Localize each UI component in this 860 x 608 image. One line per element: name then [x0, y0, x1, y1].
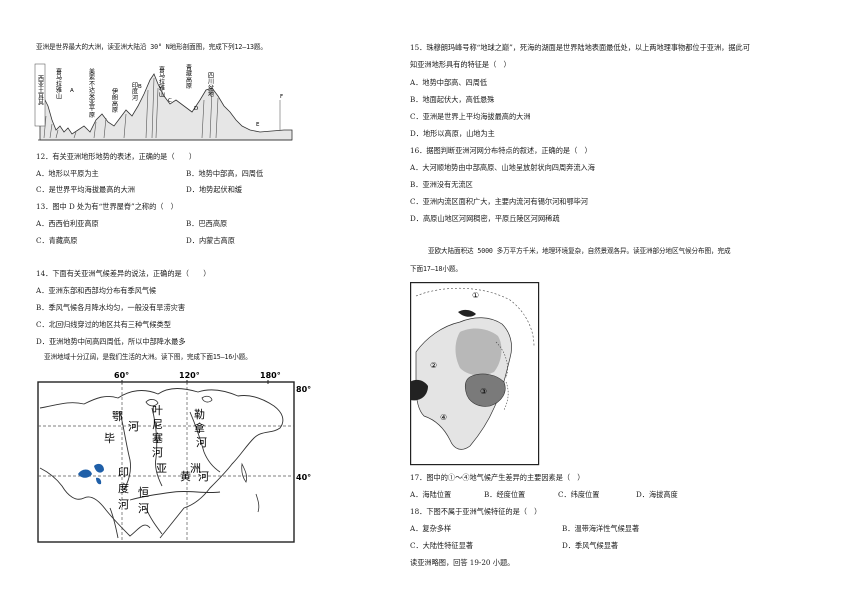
q15-option-b: B．地面起伏大，高低悬殊: [410, 95, 495, 104]
lon-tick-180: 180°: [260, 371, 281, 380]
profile-letter-a: A: [70, 88, 74, 94]
profile-letter-c: C: [168, 98, 172, 104]
intro-17-18-line2: 下面17–18小题。: [410, 265, 462, 273]
q12-option-a: A．地形以平原为主: [36, 169, 99, 178]
q18-option-c: C．大陆性特征显著: [410, 541, 474, 550]
river-label-12: 印: [118, 466, 129, 479]
river-label-3: 叶: [152, 404, 163, 417]
q18-option-a: A．复杂多样: [410, 524, 452, 533]
river-label-6: 河: [152, 446, 163, 459]
climate-marker-1: ①: [472, 291, 479, 300]
q18-option-b: B．温带海洋性气候显著: [562, 524, 640, 533]
river-label-16: 河: [138, 502, 149, 515]
profile-label-6: 青藏高原: [185, 63, 192, 89]
river-label-13: 度: [118, 481, 129, 495]
q18-stem: 18．下图不属于亚洲气候特征的是（ ）: [410, 507, 542, 516]
climate-marker-4: ④: [440, 413, 447, 422]
caspian-lake: [78, 469, 92, 478]
profile-left-label-box: [34, 63, 46, 127]
coastline: [39, 388, 284, 539]
profile-label-4: 印度河: [131, 82, 138, 101]
lat-tick-40: 40°: [296, 473, 311, 482]
q15-option-a: A．地势中部高、四周低: [410, 78, 488, 87]
q14-option-a: A．亚洲东部和西部均分布有季风气候: [36, 286, 157, 295]
intro-15-16: 亚洲地域十分辽阔，是我们生活的大洲。读下图，完成下面15–16小题。: [44, 353, 252, 361]
q14-option-d: D．亚洲地势中间高四周低，所以中部降水最多: [36, 337, 186, 346]
q12-option-c: C．是世界平均海拔最高的大洲: [36, 185, 135, 194]
river-label-0: 鄂: [112, 410, 123, 423]
river-label-10: 亚: [156, 462, 167, 475]
river-label-18: 河: [198, 470, 209, 483]
climate-zone-mid: [464, 373, 506, 407]
q14-option-c: C．北回归线穿过的地区共有三种气候类型: [36, 320, 171, 329]
river-label-1: 毕: [104, 432, 115, 445]
q17-option-c: C．纬度位置: [558, 490, 600, 499]
profile-label-3: 伊朗高原: [111, 87, 118, 113]
profile-letter-d: D: [194, 106, 198, 112]
river-label-14: 河: [118, 498, 129, 511]
q14-stem: 14．下面有关亚洲气候差异的说法，正确的是（ ）: [36, 269, 211, 278]
q18-option-d: D．季风气候显著: [562, 541, 619, 550]
climate-zone-light: [455, 328, 502, 376]
climate-map: ① ② ③ ④: [410, 282, 540, 466]
q13-option-c: C．青藏高原: [36, 236, 78, 245]
q16-option-a: A．大河顺地势由中部高原、山地呈放射状向四周奔流入海: [410, 163, 595, 172]
profile-label-7: 四川盆地: [207, 72, 214, 97]
profile-hatching: [43, 77, 219, 139]
climate-marker-3: ③: [480, 387, 487, 396]
asia-river-map: 60° 120° 180° 80° 40°: [37, 371, 311, 543]
q16-option-b: B．亚洲没有无流区: [410, 180, 473, 189]
river-label-9: 河: [196, 436, 207, 449]
river-label-7: 勒: [194, 408, 205, 421]
river-label-4: 尼: [152, 418, 163, 431]
q15-stem-line2: 知亚洲地形具有的特征是（ ）: [410, 60, 511, 69]
lon-tick-60: 60°: [114, 371, 129, 380]
profile-silhouette: [39, 73, 293, 141]
q14-option-b: B．季风气候各月降水均匀，一般没有旱涝灾害: [36, 303, 186, 312]
terrain-profile-figure: 西亚土耳其 喜马拉雅山 美索不达米亚平原 伊朗高原 印度河 喜马拉雅山 青藏高原…: [34, 61, 296, 146]
q19-20-intro: 读亚洲略图，回答 19-20 小题。: [410, 558, 515, 567]
q15-stem-line1: 15．珠穆朗玛峰号称“地球之巅”，死海的湖面是世界陆地表面最低处，以上两地理事物…: [410, 43, 750, 52]
q17-option-b: B．经度位置: [484, 490, 526, 499]
q12-option-d: D．地势起伏和缓: [186, 185, 243, 194]
profile-letter-b: B: [138, 84, 142, 90]
q16-stem: 16．据图判断亚洲河网分布特点的叙述，正确的是（ ）: [410, 146, 592, 155]
climate-zone-dark: [410, 379, 428, 401]
lon-tick-120: 120°: [179, 371, 200, 380]
q13-option-a: A．西西伯利亚高原: [36, 219, 99, 228]
q17-stem: 17．图中的①～④地气候产生差异的主要因素是（ ）: [410, 473, 585, 482]
q13-stem: 13．图中 D 处为有“世界屋脊”之称的（ ）: [36, 202, 178, 211]
intro-17-18-line1: 亚欧大陆面积达 5000 多万平方千米，地理环境复杂，自然景观各异。读亚洲部分地…: [428, 247, 731, 255]
river-label-2: 河: [128, 420, 139, 433]
river-label-17: 黄: [180, 469, 191, 483]
river-label-11: 洲: [190, 462, 201, 475]
river-label-15: 恒: [138, 486, 149, 499]
aral-lake: [94, 463, 104, 485]
q12-option-b: B．地势中部高，四周低: [186, 169, 264, 178]
q13-option-b: B．巴西高原: [186, 219, 228, 228]
q13-option-d: D．内蒙古高原: [186, 236, 235, 245]
lat-tick-80: 80°: [296, 385, 311, 394]
map-frame: [37, 381, 295, 543]
q17-option-a: A．海陆位置: [410, 490, 452, 499]
profile-label-5: 喜马拉雅山: [158, 65, 165, 98]
profile-letter-f: F: [280, 94, 283, 100]
q16-option-d: D．高原山地区河网稠密，平原丘陵区河网稀疏: [410, 214, 560, 223]
q15-option-c: C．亚洲是世界上平均海拔最高的大洲: [410, 112, 531, 121]
profile-label-2: 美索不达米亚平原: [88, 67, 95, 117]
profile-letter-e: E: [256, 122, 260, 128]
river-label-5: 塞: [152, 431, 163, 445]
intro-12-13: 亚洲是世界最大的大洲，读亚洲大陆沿 30° N地形剖面图，完成下列12–13题。: [36, 43, 267, 51]
climate-zone-dark-north: [458, 309, 476, 317]
river-label-8: 拿: [194, 421, 205, 435]
q16-option-c: C．亚洲内流区面积广大，主要内流河有锡尔河和鄂毕河: [410, 197, 589, 206]
profile-left-label: 西亚土耳其: [37, 75, 44, 106]
profile-label-1: 喜马拉雅山: [55, 67, 62, 100]
q12-stem: 12．有关亚洲地形地势的表述，正确的是（ ）: [36, 152, 197, 161]
climate-marker-2: ②: [430, 361, 437, 370]
q15-option-d: D．地形以高原，山地为主: [410, 129, 495, 138]
q17-option-d: D．海拔高度: [636, 490, 678, 499]
